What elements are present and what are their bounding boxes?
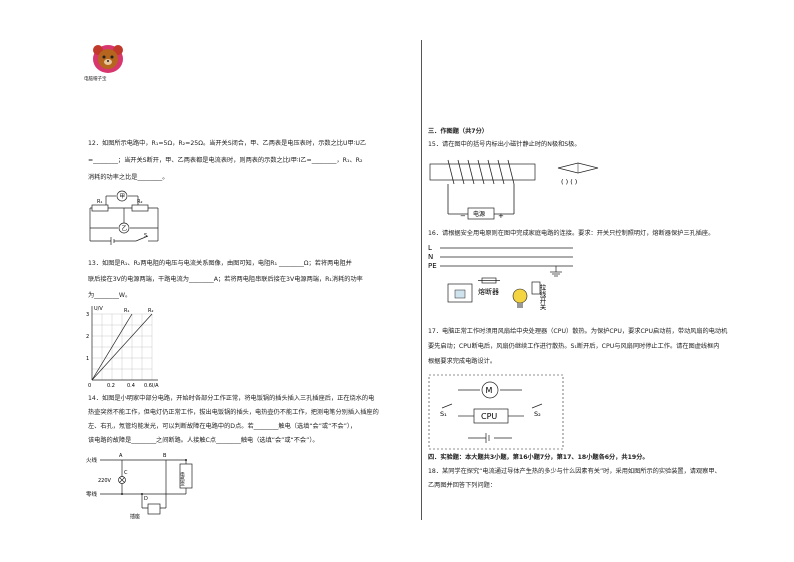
q12-line-3: 消耗的功率之比是________。 [88, 174, 169, 181]
section-3-title: 三．作图题（共7分） [428, 128, 488, 135]
q13-line-1: 13．如图是R₁、R₂两电阻的电压与电流关系图像，由图可知，电阻R₁ _____… [88, 260, 352, 267]
point-a-label: A [119, 453, 123, 459]
r1-label: R₁ [97, 199, 102, 205]
q14-line-3: 左、右孔，氖管均能发光，可以判断故障在电路中的D点。若________触电（选填… [88, 423, 357, 430]
power-source-label: 电源 [473, 210, 485, 218]
q13-iu-chart: U/V I/A 0 0.2 0.4 0.6 1 2 3 R₁ R₂ [86, 306, 159, 389]
q18-line-1: 18．某同学在探究“电流通过导体产生热的多少与什么因素有关”时，采用如图所示的实… [428, 468, 721, 475]
x-tick-1: 0.2 [107, 383, 115, 389]
logo: 电脑帽子宝 [84, 44, 128, 82]
column-divider [421, 40, 422, 520]
minus-terminal: − [460, 212, 466, 220]
live-wire-label: 火线 [86, 456, 98, 464]
y-tick-1: 1 [86, 356, 89, 362]
point-c-label: C [124, 470, 128, 476]
socket-label: 插座 [130, 513, 140, 520]
q12-line-1: 12．如图所示电路中，R₁=5Ω，R₂=25Ω。当开关S闭合，甲、乙两表是电压表… [88, 140, 367, 147]
y-tick-3: 3 [86, 312, 89, 318]
q12-circuit-diagram: 甲 乙 R₁ R₂ S [89, 190, 159, 245]
q13-line-2: 联后接在3V的电源两端，干路电流为________A；若将两电阻串联后接在3V电… [88, 276, 363, 283]
point-d-label: D [144, 496, 148, 502]
q16-text: 16．请根据安全用电原则在图中完成家庭电路的连接。要求：开关只控制照明灯，熔断器… [428, 230, 715, 237]
kettle-label: 电热壶 [180, 471, 185, 486]
switch-s2-label: S₂ [534, 410, 541, 418]
q12-line-2: =________；当开关S断开，甲、乙两表都是电流表时，则两表的示数之比I甲∶… [88, 157, 363, 164]
q17-line-3: 根据要求完成电路设计。 [428, 358, 497, 365]
bear-logo-icon [93, 45, 123, 73]
plus-terminal: + [498, 212, 504, 220]
y-tick-2: 2 [86, 334, 89, 340]
wire-n-label: N [428, 253, 433, 261]
q16-household-wiring: L N PE 熔断器 拉线开关 [428, 244, 573, 312]
meter-yi-label: 乙 [122, 225, 128, 232]
series-r1-label: R₁ [124, 308, 129, 314]
compass-brackets: ( ) ( ) [561, 178, 577, 186]
r2-label: R₂ [137, 199, 142, 205]
q18-line-2: 乙两图并回答下列问题： [428, 482, 497, 489]
switch-s1-label: S₁ [440, 410, 447, 418]
q17-line-1: 17．电脑正常工作时须用风扇给中央处理器（CPU）散热。为保护CPU，要求CPU… [428, 328, 728, 335]
q15-electromagnet-diagram: 电源 − + ( ) ( ) [429, 159, 599, 220]
wire-l-label: L [428, 244, 432, 252]
logo-caption: 电脑帽子宝 [84, 77, 107, 82]
q15-text: 15．请在图中的括号内标出小磁针静止时的N极和S极。 [428, 141, 581, 148]
chart-ylabel: U/V [94, 306, 103, 312]
q17-cpu-fan-diagram: M CPU S₁ S₂ [428, 374, 564, 450]
point-b-label: B [163, 453, 167, 459]
series-r2-label: R₂ [148, 308, 153, 314]
neutral-wire-label: 零线 [86, 490, 98, 498]
switch-s-label: S [144, 233, 147, 239]
q13-line-3: 为________W。 [88, 292, 132, 299]
motor-m-label: M [486, 386, 493, 395]
pull-switch-label: 拉线开关 [538, 283, 546, 312]
q14-line-4: 该电路的故障是________之间断路。人接触C点________触电（选填“会… [88, 437, 319, 444]
wire-pe-label: PE [428, 262, 437, 270]
fuse-label: 熔断器 [478, 287, 499, 296]
x-tick-3: 0.6 [144, 383, 152, 389]
cpu-label: CPU [481, 412, 497, 421]
section-4-title: 四．实验题：本大题共3小题，第16小题7分，第17、18小题各6分，共19分。 [428, 454, 649, 461]
meter-jia-label: 甲 [120, 193, 126, 200]
chart-xlabel: I/A [152, 383, 159, 389]
q14-line-2: 热壶突然不能工作，但电灯仍正常工作，拔出电饭锅的插头，电热壶仍不能工作，把测电笔… [88, 409, 379, 416]
x-tick-0: 0 [88, 383, 91, 389]
q14-line-1: 14．如图是小明家中部分电路，开始时各部分工作正常，将电饭锅的插头插入三孔插座后… [88, 395, 375, 402]
q14-home-circuit: 火线 零线 220V A B C D 电热壶 插座 [86, 453, 193, 520]
x-tick-2: 0.4 [127, 383, 135, 389]
voltage-label: 220V [98, 478, 112, 484]
q17-line-2: 要先启动；CPU断电后，风扇仍继续工作进行散热。S₁断开后，CPU与风扇同时停止… [428, 343, 720, 350]
